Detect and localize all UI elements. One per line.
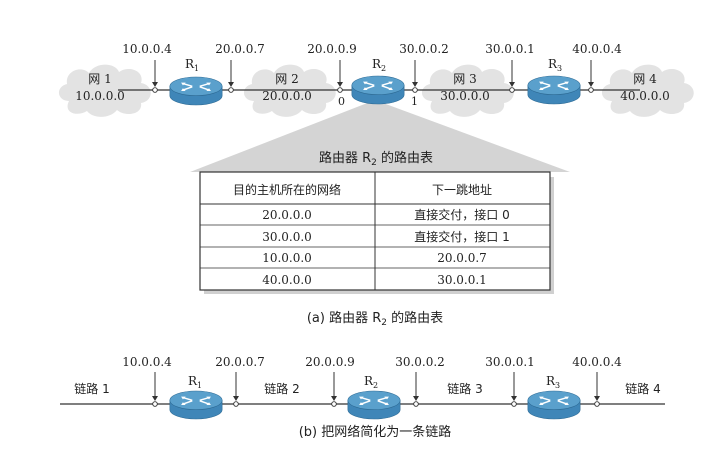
- interface-pointers-b: [152, 372, 600, 401]
- table-row-2-destination: 30.0.0.0: [262, 230, 312, 244]
- network-3-name: 网 3: [453, 72, 476, 86]
- interface-address-b-2: 20.0.0.7: [215, 355, 265, 369]
- router-r2-icon-b: [347, 390, 401, 420]
- interface-address-b-4: 30.0.0.2: [395, 355, 445, 369]
- network-2-name: 网 2: [275, 72, 298, 86]
- caption-b: (b) 把网络简化为一条链路: [299, 424, 452, 440]
- network-1-name: 网 1: [88, 72, 111, 86]
- network-2-address: 20.0.0.0: [262, 89, 312, 103]
- interface-address-a-3: 20.0.0.9: [307, 42, 357, 56]
- interface-dots-b: [152, 401, 600, 407]
- table-row-3-next-hop: 20.0.0.7: [437, 251, 487, 265]
- table-row-4-next-hop: 30.0.0.1: [437, 273, 487, 287]
- interface-dots-a: [152, 87, 594, 93]
- router-r1-label-b: R1: [188, 374, 202, 390]
- table-row-3-destination: 10.0.0.0: [262, 251, 312, 265]
- routing-table: [199, 171, 554, 294]
- interface-address-a-2: 20.0.0.7: [215, 42, 265, 56]
- table-row-2-next-hop: 直接交付，接口 1: [414, 229, 509, 244]
- network-4-address: 40.0.0.0: [620, 89, 670, 103]
- router-r3-label-b: R3: [546, 374, 560, 390]
- table-header-destination: 目的主机所在的网络: [233, 182, 341, 197]
- interface-pointers-a: [152, 60, 594, 87]
- interface-address-b-6: 40.0.0.4: [572, 355, 622, 369]
- router-r1-icon-b: [169, 390, 223, 420]
- routing-table-title: 路由器 R2 的路由表: [319, 150, 433, 168]
- interface-address-a-4: 30.0.0.2: [399, 42, 449, 56]
- router-r2-label: R2: [372, 57, 386, 73]
- link-2-label: 链路 2: [264, 381, 299, 396]
- router-r1-icon: [169, 76, 223, 106]
- interface-address-b-1: 10.0.0.4: [122, 355, 172, 369]
- router-r3-icon: [527, 75, 581, 105]
- link-1-label: 链路 1: [74, 381, 109, 396]
- network-3-address: 30.0.0.0: [440, 89, 490, 103]
- router-r1-label: R1: [185, 57, 199, 73]
- table-row-4-destination: 40.0.0.0: [262, 273, 312, 287]
- router-r2-icon: [351, 75, 405, 105]
- router-r3-icon-b: [527, 390, 581, 420]
- router-r2-label-b: R2: [364, 374, 378, 390]
- interface-address-a-5: 30.0.0.1: [485, 42, 535, 56]
- link-3-label: 链路 3: [447, 381, 482, 396]
- network-1-address: 10.0.0.0: [75, 89, 125, 103]
- router-r3-label: R3: [548, 57, 562, 73]
- interface-address-a-6: 40.0.0.4: [572, 42, 622, 56]
- r2-port-0-label: 0: [338, 95, 345, 108]
- link-4-label: 链路 4: [625, 381, 660, 396]
- network-4-name: 网 4: [633, 72, 657, 86]
- interface-address-b-5: 30.0.0.1: [485, 355, 535, 369]
- routing-table-callout: [190, 100, 570, 172]
- table-row-1-next-hop: 直接交付，接口 0: [414, 207, 509, 222]
- r2-port-1-label: 1: [411, 95, 418, 108]
- table-row-1-destination: 20.0.0.0: [262, 208, 312, 222]
- interface-address-a-1: 10.0.0.4: [122, 42, 172, 56]
- table-header-next-hop: 下一跳地址: [432, 183, 492, 197]
- caption-a: (a) 路由器 R2 的路由表: [307, 310, 443, 328]
- interface-address-b-3: 20.0.0.9: [305, 355, 355, 369]
